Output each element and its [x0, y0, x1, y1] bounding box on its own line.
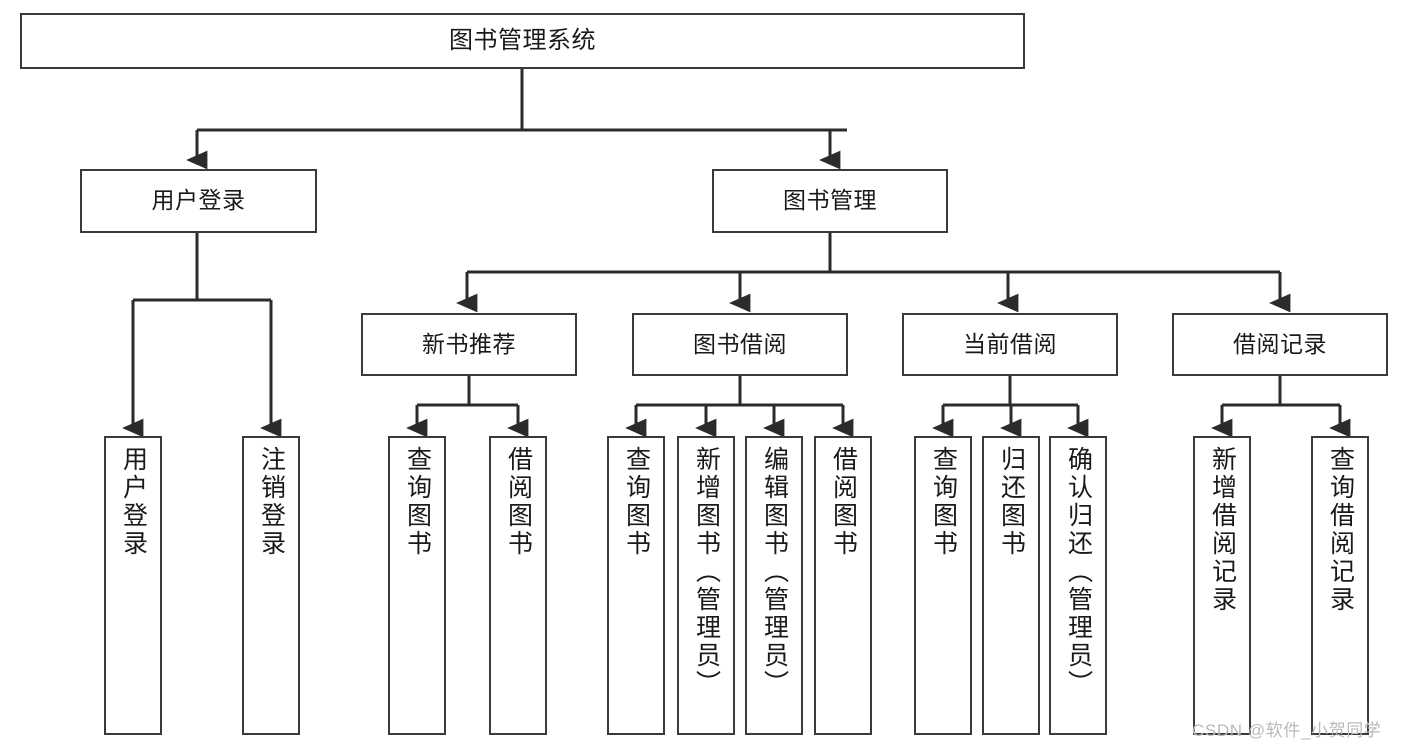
node-label: 确认归还（管理员） — [1064, 446, 1093, 698]
node-label: 查询图书 — [622, 446, 651, 558]
leaf-book-borrow-1[interactable]: 新增图书（管理员） — [677, 436, 735, 735]
node-root-book-management-system[interactable]: 图书管理系统 — [20, 13, 1025, 69]
node-label: 图书管理系统 — [449, 26, 596, 54]
node-label: 新书推荐 — [422, 330, 516, 357]
leaf-new-book-recommend-0[interactable]: 查询图书 — [388, 436, 446, 735]
leaf-user-login-0[interactable]: 用户登录 — [104, 436, 162, 735]
node-label: 借阅图书 — [829, 446, 858, 558]
node-label: 用户登录 — [151, 187, 246, 214]
leaf-book-borrow-2[interactable]: 编辑图书（管理员） — [745, 436, 803, 735]
leaf-borrow-record-1[interactable]: 查询借阅记录 — [1311, 436, 1369, 735]
node-user-login[interactable]: 用户登录 — [80, 169, 317, 233]
node-current-borrow[interactable]: 当前借阅 — [902, 313, 1118, 376]
node-label: 新增借阅记录 — [1208, 446, 1237, 614]
node-label: 借阅记录 — [1233, 330, 1327, 357]
node-label: 查询图书 — [929, 446, 958, 558]
leaf-new-book-recommend-1[interactable]: 借阅图书 — [489, 436, 547, 735]
leaf-user-login-1[interactable]: 注销登录 — [242, 436, 300, 735]
node-label: 用户登录 — [119, 446, 148, 558]
node-borrow-record[interactable]: 借阅记录 — [1172, 313, 1388, 376]
leaf-current-borrow-2[interactable]: 确认归还（管理员） — [1049, 436, 1107, 735]
node-label: 注销登录 — [257, 446, 286, 558]
leaf-current-borrow-1[interactable]: 归还图书 — [982, 436, 1040, 735]
node-label: 编辑图书（管理员） — [760, 446, 789, 698]
node-label: 图书借阅 — [693, 330, 787, 357]
node-label: 借阅图书 — [504, 446, 533, 558]
node-label: 图书管理 — [783, 187, 877, 214]
node-label: 查询借阅记录 — [1326, 446, 1355, 614]
node-book-management[interactable]: 图书管理 — [712, 169, 948, 233]
node-new-book-recommend[interactable]: 新书推荐 — [361, 313, 577, 376]
leaf-book-borrow-3[interactable]: 借阅图书 — [814, 436, 872, 735]
node-label: 当前借阅 — [963, 330, 1057, 357]
csdn-watermark: CSDN @软件_小贺同学 — [1192, 721, 1382, 740]
node-book-borrow[interactable]: 图书借阅 — [632, 313, 848, 376]
node-label: 查询图书 — [403, 446, 432, 558]
node-label: 归还图书 — [997, 446, 1026, 558]
leaf-current-borrow-0[interactable]: 查询图书 — [914, 436, 972, 735]
node-label: 新增图书（管理员） — [692, 446, 721, 698]
leaf-borrow-record-0[interactable]: 新增借阅记录 — [1193, 436, 1251, 735]
leaf-book-borrow-0[interactable]: 查询图书 — [607, 436, 665, 735]
